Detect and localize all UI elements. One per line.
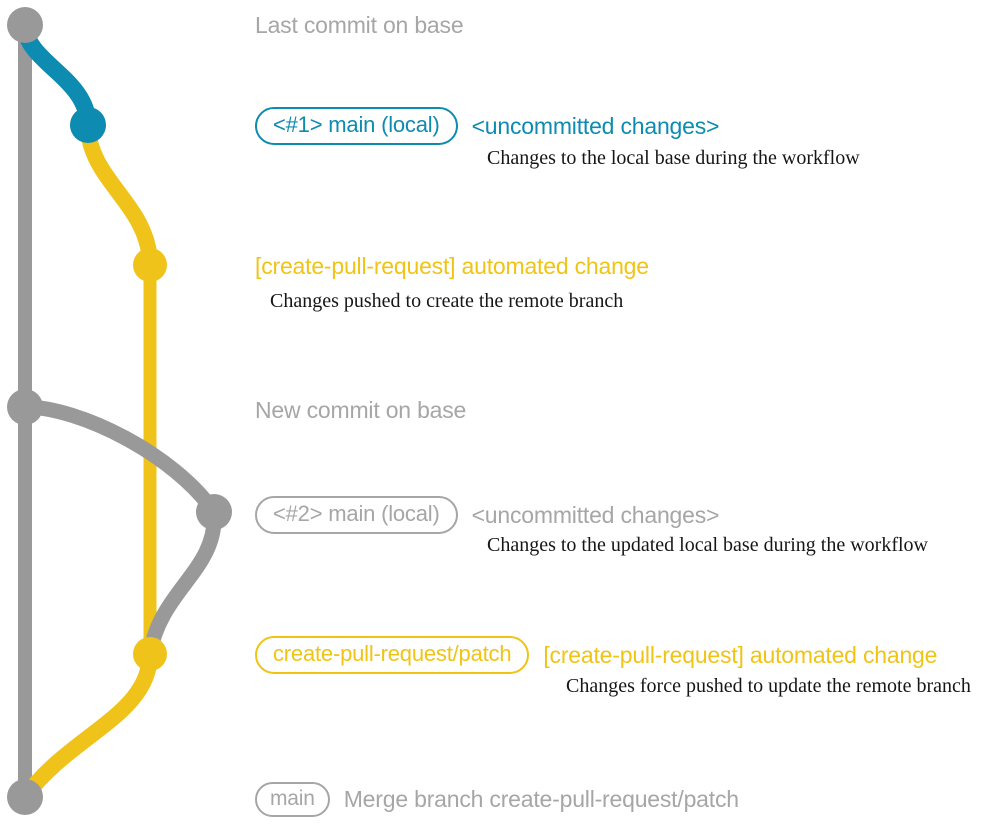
edge-local1-to-remote1: [80, 117, 158, 273]
entry-local-commit-2: <#2> main (local) <uncommitted changes>: [255, 496, 719, 534]
entry-remote-commit-2: create-pull-request/patch [create-pull-r…: [255, 636, 937, 674]
edge-base-to-local2: [17, 399, 222, 520]
entry-local-commit-1: <#1> main (local) <uncommitted changes>: [255, 107, 719, 145]
node-local-commit-1: [70, 107, 106, 143]
edge-local2-to-remote2: [142, 504, 222, 662]
label-last-commit-on-base: Last commit on base: [255, 12, 464, 38]
badge-main-local-2[interactable]: <#2> main (local): [255, 496, 458, 534]
headline-uncommitted-changes-1: <uncommitted changes>: [471, 112, 720, 139]
description-remote-commit-1: Changes pushed to create the remote bran…: [270, 290, 624, 312]
entry-merge-commit: main Merge branch create-pull-request/pa…: [255, 782, 739, 817]
node-base-new-commit: [7, 389, 43, 425]
headline-automated-change-2: [create-pull-request] automated change: [543, 641, 938, 668]
headline-merge-branch: Merge branch create-pull-request/patch: [343, 786, 739, 812]
node-remote-commit-1: [133, 248, 167, 282]
node-remote-commit-2: [133, 637, 167, 671]
commit-graph: [7, 7, 232, 815]
headline-uncommitted-changes-2: <uncommitted changes>: [471, 501, 720, 528]
node-base-last-commit: [7, 7, 43, 43]
label-new-commit-on-base: New commit on base: [255, 397, 467, 423]
description-local-commit-1: Changes to the local base during the wor…: [487, 147, 860, 169]
edge-remote2-to-merge: [17, 646, 158, 805]
node-base-merge-commit: [7, 779, 43, 815]
headline-automated-change-1: [create-pull-request] automated change: [255, 253, 649, 279]
badge-main[interactable]: main: [255, 782, 330, 817]
description-remote-commit-2: Changes force pushed to update the remot…: [566, 675, 971, 697]
badge-main-local-1[interactable]: <#1> main (local): [255, 107, 458, 145]
badge-create-pull-request-patch[interactable]: create-pull-request/patch: [255, 636, 530, 674]
node-local-commit-2: [196, 494, 232, 530]
description-local-commit-2: Changes to the updated local base during…: [487, 534, 928, 556]
